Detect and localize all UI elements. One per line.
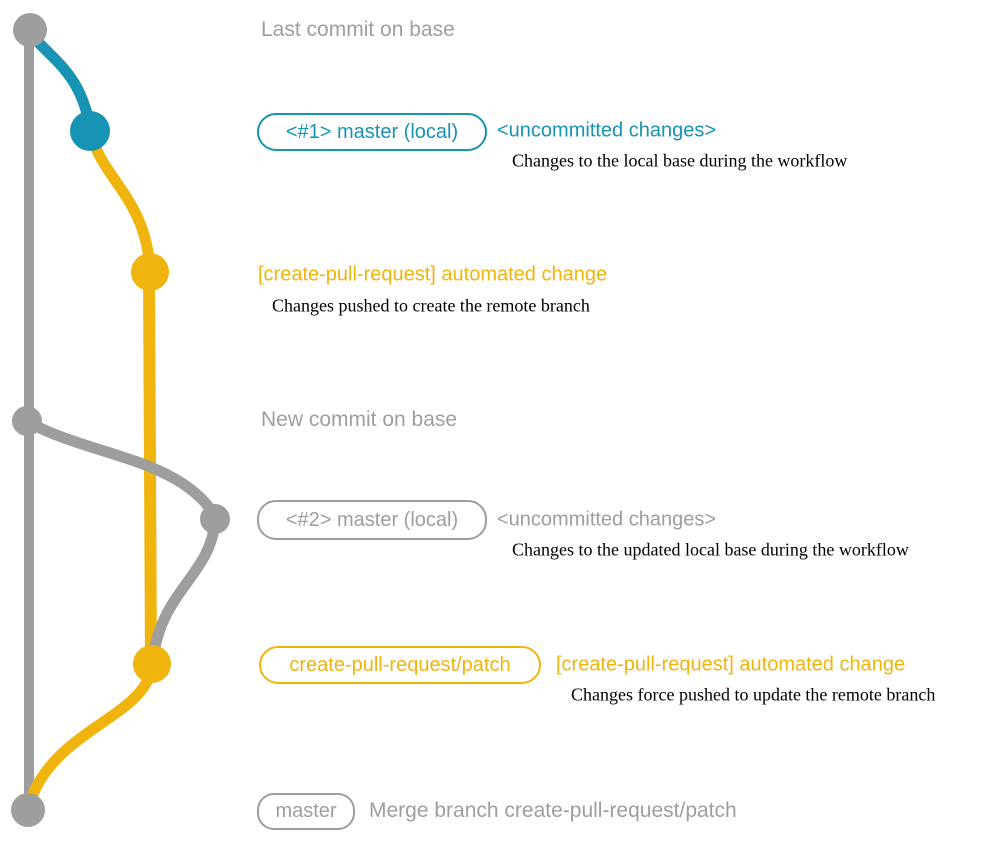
new-commit-label: New commit on base	[261, 408, 458, 431]
merge-commit-label: Merge branch create-pull-request/patch	[369, 799, 737, 822]
commit-node-master-local-1	[70, 111, 110, 151]
local-master-branch-line	[25, 28, 96, 133]
last-commit-label: Last commit on base	[261, 18, 455, 41]
master-local-1-status: <uncommitted changes>	[497, 119, 717, 142]
commit-node-new-base	[12, 406, 42, 436]
commit-node-master-local-2	[200, 504, 230, 534]
local-master-2-branch-curve	[22, 416, 221, 522]
master-local-2-status: <uncommitted changes>	[497, 508, 717, 531]
automated-change-1-desc: Changes pushed to create the remote bran…	[272, 295, 590, 316]
master-local-1-tag: <#1> master (local)	[257, 113, 487, 151]
master-local-1-desc: Changes to the local base during the wor…	[512, 150, 848, 171]
commit-node-last-base	[13, 13, 47, 47]
master-local-2-tag: <#2> master (local)	[257, 500, 487, 540]
patch-branch-curve-top	[85, 128, 156, 274]
local-master-2-rebase-curve	[147, 515, 221, 666]
git-graph-svg	[11, 13, 230, 827]
automated-change-2-title: [create-pull-request] automated change	[556, 653, 906, 676]
patch-branch-merge-curve	[23, 660, 158, 812]
commit-node-automated-change-2	[133, 645, 171, 683]
master-tag: master	[257, 793, 355, 830]
commit-node-automated-change-1	[131, 253, 169, 291]
commit-node-merge	[11, 793, 45, 827]
automated-change-1-title: [create-pull-request] automated change	[258, 263, 608, 286]
automated-change-2-desc: Changes force pushed to update the remot…	[571, 684, 936, 705]
patch-branch-tag: create-pull-request/patch	[259, 646, 541, 684]
master-local-2-desc: Changes to the updated local base during…	[512, 539, 909, 560]
